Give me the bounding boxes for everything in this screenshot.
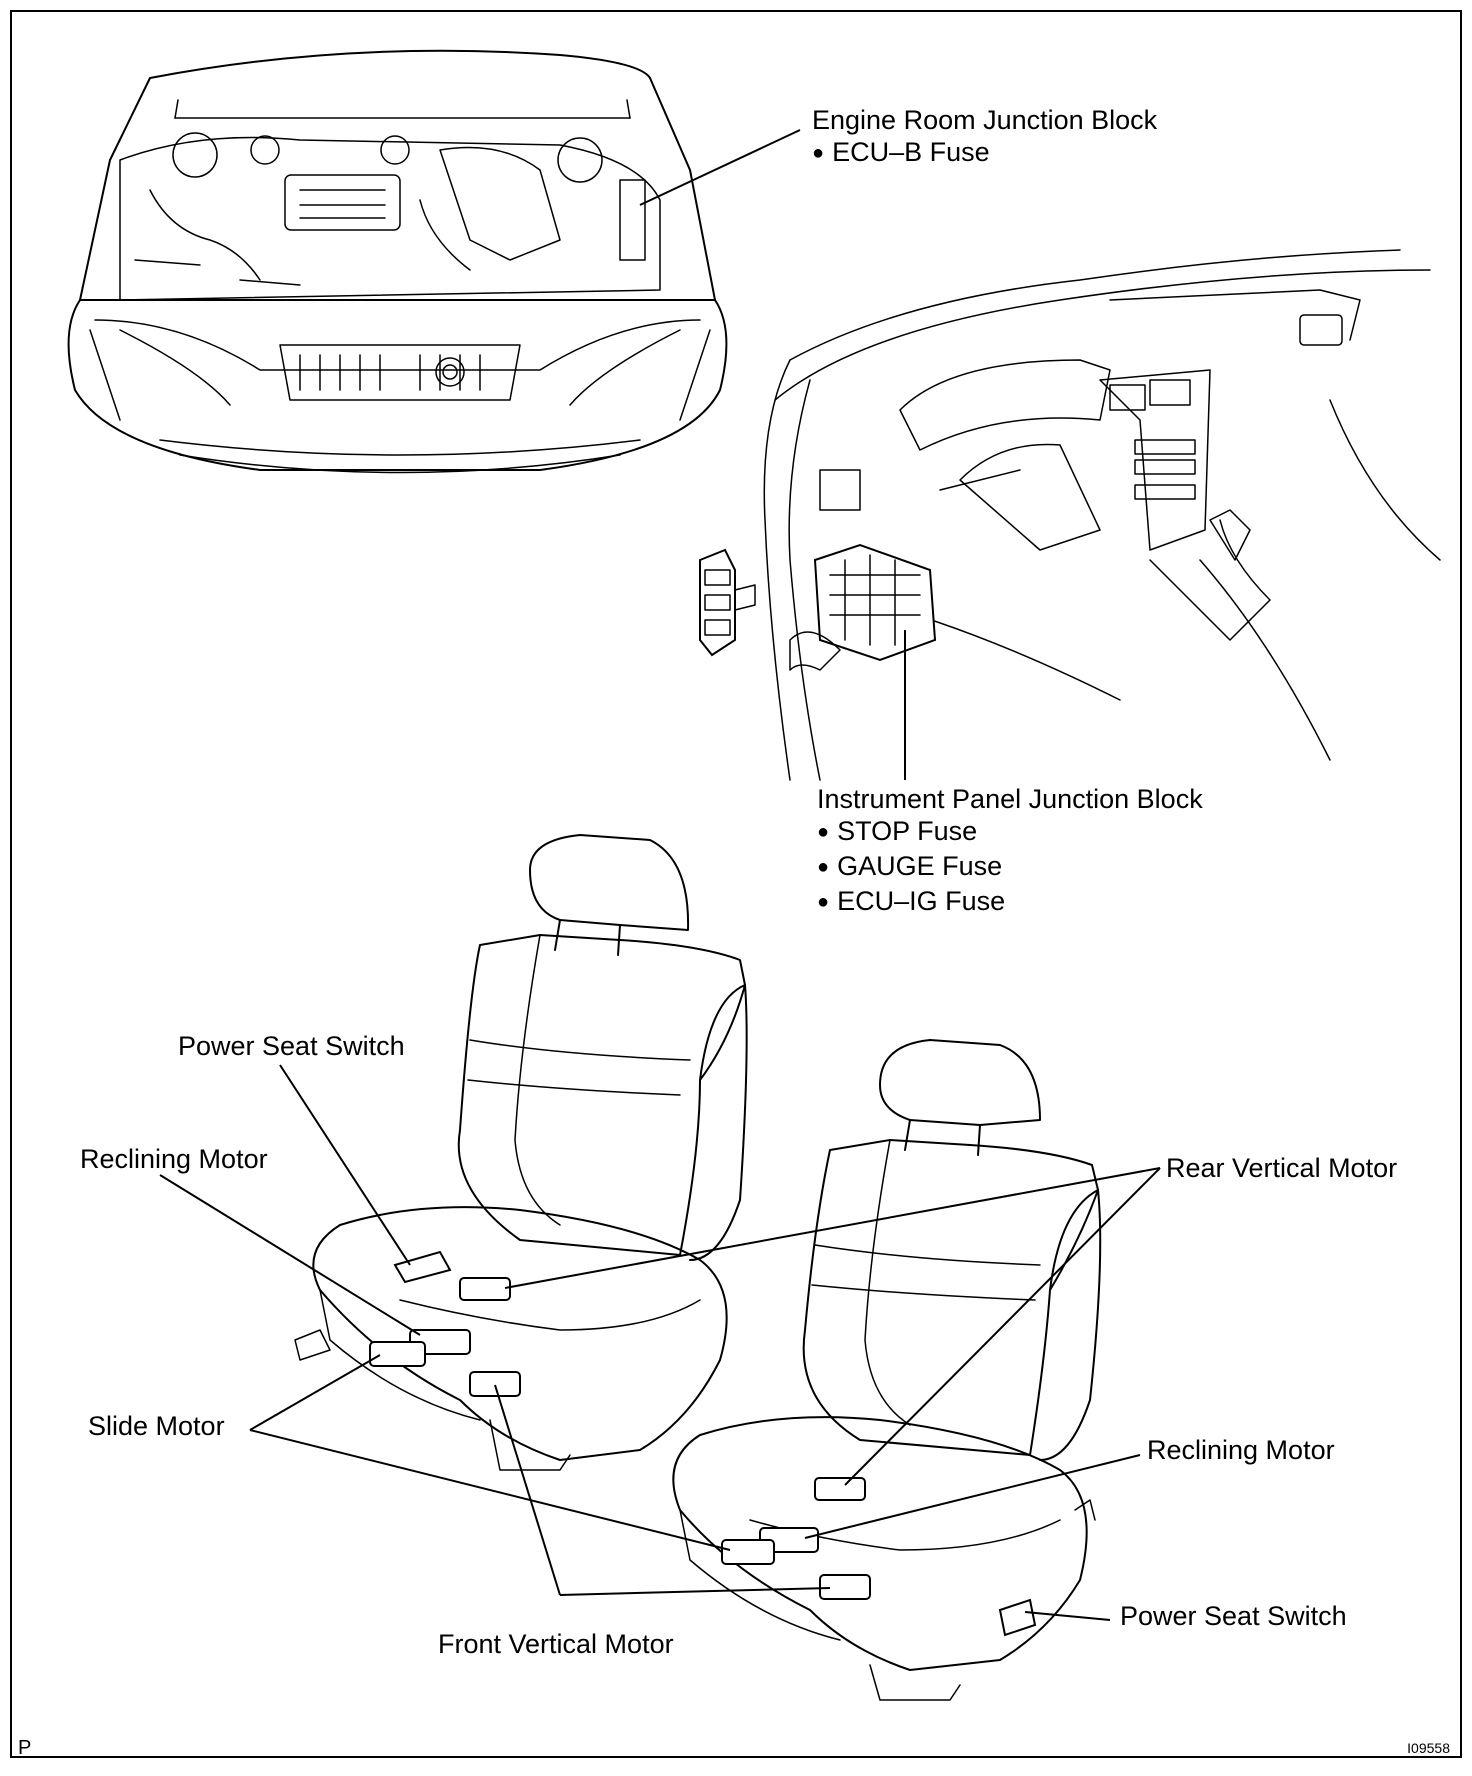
engine-room-junction-block-callout: Engine Room Junction Block ECU–B Fuse xyxy=(812,104,1157,171)
power-seat-switch-left-label: Power Seat Switch xyxy=(178,1031,405,1061)
right-slide-motor-icon xyxy=(721,1539,775,1565)
instrument-panel-junction-block-title: Instrument Panel Junction Block xyxy=(817,784,1203,814)
ecu-ig-fuse-label: ECU–IG Fuse xyxy=(817,885,1203,920)
figure-id: I09558 xyxy=(1407,1740,1450,1756)
front-vertical-motor-label: Front Vertical Motor xyxy=(438,1629,674,1659)
left-front-vertical-motor-icon xyxy=(469,1371,521,1397)
left-slide-motor-icon xyxy=(369,1341,426,1367)
engine-room-junction-block-title: Engine Room Junction Block xyxy=(812,105,1158,135)
slide-motor-label: Slide Motor xyxy=(88,1411,225,1441)
page-mark-p: P xyxy=(18,1737,32,1759)
right-seat-illustration xyxy=(672,1039,1102,1701)
right-rear-vertical-motor-icon xyxy=(814,1477,866,1501)
reclining-motor-right-label: Reclining Motor xyxy=(1147,1435,1335,1465)
ecu-b-fuse-label: ECU–B Fuse xyxy=(812,136,1157,171)
figure-frame xyxy=(10,10,1462,1758)
right-power-seat-switch-icon xyxy=(998,1598,1037,1637)
instrument-panel-junction-block-callout: Instrument Panel Junction Block STOP Fus… xyxy=(817,783,1203,920)
car-front-illustration xyxy=(67,49,728,474)
stop-fuse-label: STOP Fuse xyxy=(817,815,1203,850)
leader-lines xyxy=(159,129,1161,1621)
gauge-fuse-label: GAUGE Fuse xyxy=(817,850,1203,885)
reclining-motor-left-label: Reclining Motor xyxy=(80,1144,268,1174)
left-seat-illustration xyxy=(294,834,748,1471)
rear-vertical-motor-label: Rear Vertical Motor xyxy=(1166,1153,1398,1183)
left-rear-vertical-motor-icon xyxy=(459,1277,511,1301)
left-power-seat-switch-icon xyxy=(393,1250,452,1284)
right-front-vertical-motor-icon xyxy=(819,1574,871,1600)
power-seat-switch-right-label: Power Seat Switch xyxy=(1120,1601,1347,1631)
dashboard-illustration xyxy=(699,249,1441,781)
